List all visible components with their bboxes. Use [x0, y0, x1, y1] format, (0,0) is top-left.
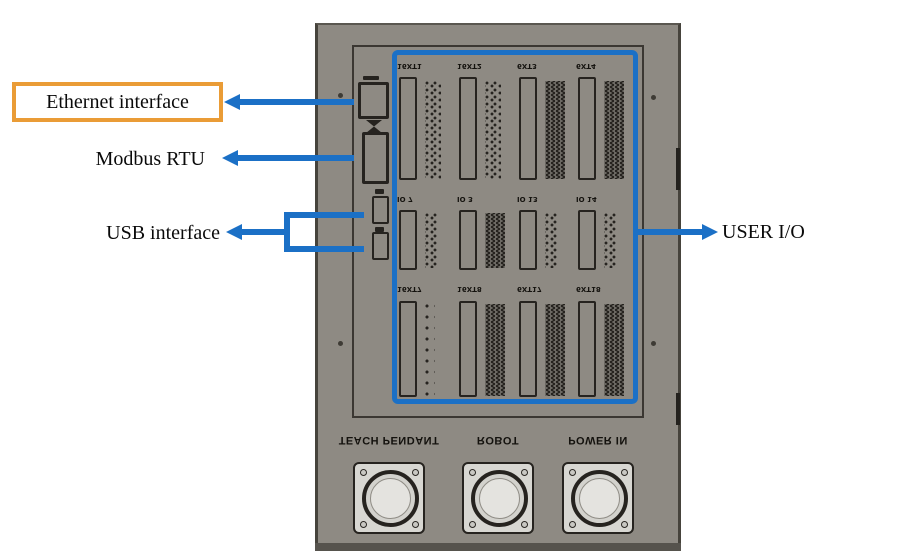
plate-screw [360, 469, 367, 476]
user-io-arrowhead-icon [702, 224, 718, 240]
io-connector [519, 301, 537, 397]
plate-screw [412, 521, 419, 528]
io-pin-text [545, 81, 565, 179]
user-io-highlight-rect [392, 50, 638, 404]
io-connector [519, 77, 537, 180]
io-group-label: 16XT2 [457, 62, 482, 70]
cabinet-bottom-strip [315, 543, 681, 551]
io-connector [578, 301, 596, 397]
io-group-label: IO 13 [517, 195, 538, 203]
plate-screw [469, 521, 476, 528]
modbus-port [362, 132, 389, 184]
io-group-label: IO 14 [576, 195, 597, 203]
plate-screw [569, 469, 576, 476]
round-connector-plate [353, 462, 425, 534]
io-group-label: IO 7 [397, 195, 413, 203]
io-connector [399, 77, 417, 180]
connector-ring [471, 470, 528, 527]
io-pin-text [545, 213, 557, 268]
io-group-label: 6XT18 [576, 285, 601, 293]
ethernet-port [358, 82, 389, 119]
user-io-arrow [638, 229, 702, 235]
plate-screw [469, 469, 476, 476]
io-group-label: IO 3 [457, 195, 473, 203]
modbus-arrowhead-icon [222, 150, 238, 166]
ethernet-modbus-divider-mark [366, 120, 382, 133]
io-pin-text [485, 213, 505, 268]
usb-port-1 [372, 196, 389, 224]
bottom-connector-label: POWER IN [568, 434, 628, 446]
ethernet-port-mark [363, 76, 379, 80]
io-pin-text [425, 213, 437, 268]
usb-label: USB interface [106, 222, 220, 244]
round-connector-plate [462, 462, 534, 534]
connector-face [370, 478, 411, 519]
io-pin-text [425, 81, 441, 179]
io-pin-text [545, 304, 565, 396]
panel-screw [338, 341, 343, 346]
io-group-label: 16XT8 [457, 285, 482, 293]
modbus-arrow [238, 155, 354, 161]
io-connector [578, 77, 596, 180]
io-group-label: 16XT7 [397, 285, 422, 293]
io-group-label: 6XT17 [517, 285, 542, 293]
io-connector [399, 301, 417, 397]
usb-bracket-line-top [288, 212, 364, 218]
usb-port-mark [375, 227, 384, 232]
io-group-label: 6XT3 [517, 62, 537, 70]
io-pin-text [425, 304, 435, 396]
cabinet-edge-mark-bottom [676, 393, 680, 425]
ethernet-arrowhead-icon [224, 94, 240, 110]
connector-ring [362, 470, 419, 527]
io-pin-text [485, 81, 501, 179]
io-connector [459, 210, 477, 270]
cabinet-edge-mark-top [676, 148, 680, 190]
io-connector [578, 210, 596, 270]
io-pin-text [604, 304, 624, 396]
panel-screw [651, 95, 656, 100]
plate-screw [569, 521, 576, 528]
io-connector [459, 301, 477, 397]
connector-ring [571, 470, 628, 527]
usb-bracket-vertical [284, 212, 290, 252]
connector-face [479, 478, 520, 519]
ethernet-highlight-box: Ethernet interface [12, 82, 223, 122]
usb-port-2 [372, 232, 389, 260]
usb-port-mark [375, 189, 384, 194]
usb-arrowhead-icon [226, 224, 242, 240]
io-pin-text [604, 81, 624, 179]
io-group-label: 6XT4 [576, 62, 596, 70]
user-io-label: USER I/O [722, 221, 805, 243]
usb-arrow [242, 229, 288, 235]
plate-screw [621, 469, 628, 476]
plate-screw [521, 469, 528, 476]
panel-screw [651, 341, 656, 346]
ethernet-label: Ethernet interface [46, 91, 189, 113]
plate-screw [360, 521, 367, 528]
io-connector [459, 77, 477, 180]
io-connector [519, 210, 537, 270]
io-group-label: 16XT1 [397, 62, 422, 70]
plate-screw [412, 469, 419, 476]
usb-bracket-line-bottom [288, 246, 364, 252]
io-pin-text [485, 304, 505, 396]
io-pin-text [604, 213, 616, 268]
round-connector-plate [562, 462, 634, 534]
io-connector [399, 210, 417, 270]
plate-screw [521, 521, 528, 528]
connector-face [579, 478, 620, 519]
panel-screw [338, 93, 343, 98]
plate-screw [621, 521, 628, 528]
ethernet-arrow [240, 99, 354, 105]
modbus-label: Modbus RTU [95, 148, 205, 170]
